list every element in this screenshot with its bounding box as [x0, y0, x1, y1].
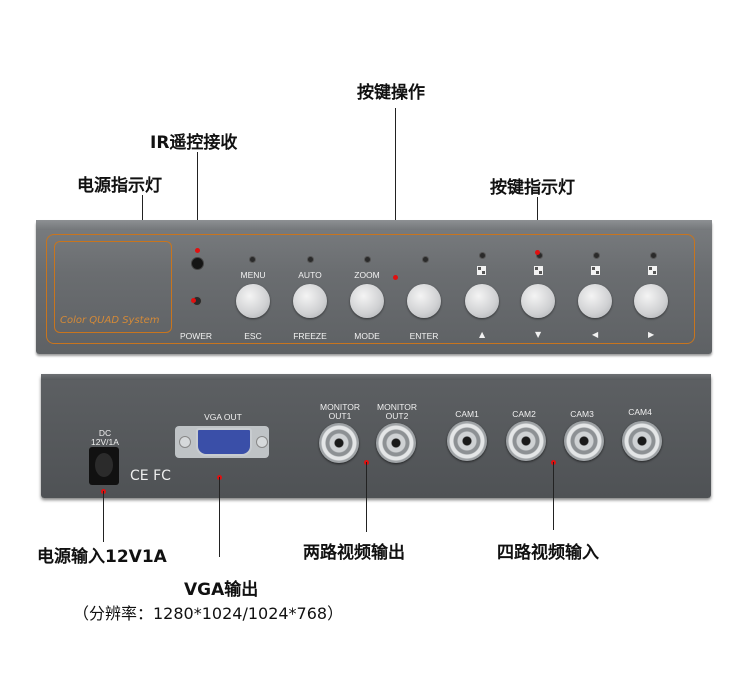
cam1-label: CAM1	[455, 409, 479, 419]
down-button[interactable]	[521, 284, 555, 318]
callout-vga-out: VGA输出	[184, 580, 259, 600]
quad-icon	[534, 266, 543, 275]
right-arrow-icon: ▶	[648, 330, 655, 339]
power-label: POWER	[179, 331, 213, 341]
pointer-dot-power	[191, 298, 196, 303]
led-2	[307, 256, 314, 263]
callout-power-input: 电源输入12V1A	[37, 547, 167, 567]
led-8	[650, 252, 657, 259]
cam4-label: CAM4	[628, 407, 652, 417]
pointer-dot-keys	[393, 275, 398, 280]
monitor2-label: MONITOR	[377, 402, 417, 412]
monitor-out2-bnc	[376, 423, 416, 463]
btn2-bottom-label: FREEZE	[293, 331, 327, 341]
cam3-label: CAM3	[570, 409, 594, 419]
screw-icon	[256, 436, 268, 448]
led-5	[479, 252, 486, 259]
cam2-bnc	[506, 421, 546, 461]
btn1-top-label: MENU	[240, 270, 266, 280]
cam3-bnc	[564, 421, 604, 461]
led-7	[593, 252, 600, 259]
dc-label: DC	[98, 428, 112, 438]
logo-text: Color QUAD System	[60, 315, 160, 326]
leader-vga	[219, 477, 220, 557]
leader-key-operation	[395, 108, 396, 278]
enter-button[interactable]	[407, 284, 441, 318]
up-button[interactable]	[465, 284, 499, 318]
quad-icon	[477, 266, 486, 275]
callout-key-indicator: 按键指示灯	[490, 178, 575, 198]
left-button[interactable]	[578, 284, 612, 318]
callout-ir-receiver: IR遥控接收	[150, 133, 238, 153]
cam4-bnc	[622, 421, 662, 461]
down-arrow-icon: ▼	[535, 330, 542, 339]
callout-key-operation: 按键操作	[357, 83, 425, 103]
quad-icon	[648, 266, 657, 275]
right-button[interactable]	[634, 284, 668, 318]
leader-cam	[553, 462, 554, 530]
dc-jack-socket	[95, 453, 113, 477]
btn2-top-label: AUTO	[298, 270, 322, 280]
front-orange-frame	[46, 234, 695, 344]
up-arrow-icon: ▲	[479, 330, 486, 339]
callout-power-indicator: 电源指示灯	[77, 176, 162, 196]
screw-icon	[179, 436, 191, 448]
led-4	[422, 256, 429, 263]
menu-esc-button[interactable]	[236, 284, 270, 318]
monitor1-label: MONITOR	[320, 402, 360, 412]
rear-panel-top	[41, 374, 711, 380]
callout-four-channel-in: 四路视频输入	[497, 543, 599, 563]
cam1-bnc	[447, 421, 487, 461]
pointer-dot-key-led	[535, 250, 540, 255]
btn3-bottom-label: MODE	[354, 331, 380, 341]
leader-monitor	[366, 462, 367, 532]
monitor1-sub-label: OUT1	[328, 411, 352, 421]
quad-icon	[591, 266, 600, 275]
ce-fc-mark: CE FC	[130, 468, 171, 484]
front-panel-top	[36, 220, 712, 230]
cam2-label: CAM2	[512, 409, 536, 419]
vga-port	[196, 428, 252, 456]
monitor2-sub-label: OUT2	[385, 411, 409, 421]
vga-out-label: VGA OUT	[204, 412, 242, 422]
ir-receiver-window	[191, 257, 204, 270]
auto-freeze-button[interactable]	[293, 284, 327, 318]
leader-dc	[103, 491, 104, 542]
monitor-out1-bnc	[319, 423, 359, 463]
callout-two-channel-out: 两路视频输出	[303, 543, 405, 563]
btn3-top-label: ZOOM	[354, 270, 380, 280]
led-1	[249, 256, 256, 263]
dc-spec-label: 12V/1A	[91, 437, 119, 447]
btn1-bottom-label: ESC	[244, 331, 262, 341]
logo-box	[54, 241, 172, 333]
btn4-bottom-label: ENTER	[409, 331, 439, 341]
pointer-dot-ir	[195, 248, 200, 253]
zoom-mode-button[interactable]	[350, 284, 384, 318]
callout-resolution: （分辨率：1280*1024/1024*768）	[73, 604, 344, 623]
led-3	[364, 256, 371, 263]
left-arrow-icon: ◀	[592, 330, 599, 339]
leader-ir	[197, 152, 198, 250]
